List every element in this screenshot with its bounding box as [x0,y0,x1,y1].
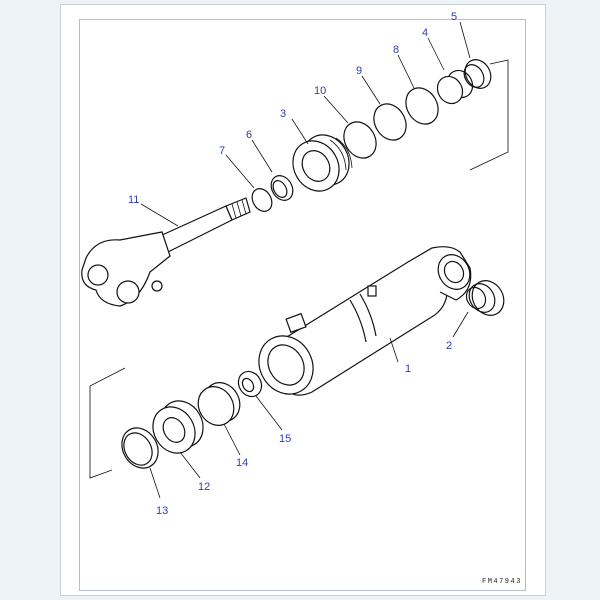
part-7-snap-ring [251,188,273,212]
part-2-bushing [465,280,505,316]
drawing-border [79,19,526,591]
part-10-ring [343,121,377,159]
part-8-ring [405,87,439,125]
callout-10: 10 [314,85,326,97]
callout-2: 2 [446,340,452,352]
callout-8: 8 [393,44,399,56]
callout-6: 6 [246,129,252,141]
callout-14: 14 [236,457,248,469]
part-12-piston [152,400,204,454]
callout-4: 4 [422,27,428,39]
callout-15: 15 [279,433,291,445]
part-6-seal [270,175,294,201]
bracket-bottom-left [89,367,126,479]
part-14-wear-ring [197,382,241,426]
callout-1: 1 [405,363,411,375]
callout-13: 13 [156,505,168,517]
callout-9: 9 [356,65,362,77]
callout-12: 12 [198,481,210,493]
bracket-top-right [469,59,509,171]
part-4-bushing [436,69,474,105]
part-5-snap-ring [463,59,492,89]
part-9-ring [373,103,407,141]
part-1-cylinder-tube [258,246,472,396]
part-15-nut [237,370,263,398]
callout-11: 11 [128,194,139,206]
callout-7: 7 [219,145,225,157]
drawing-code: FM47943 [482,578,522,586]
part-11-piston-rod [81,197,251,307]
callout-5: 5 [451,11,457,23]
leader-lines [140,21,471,499]
drawing-sheet [60,4,546,596]
part-3-cylinder-head [292,134,353,192]
part-13-ring [121,427,159,469]
callout-3: 3 [280,108,286,120]
